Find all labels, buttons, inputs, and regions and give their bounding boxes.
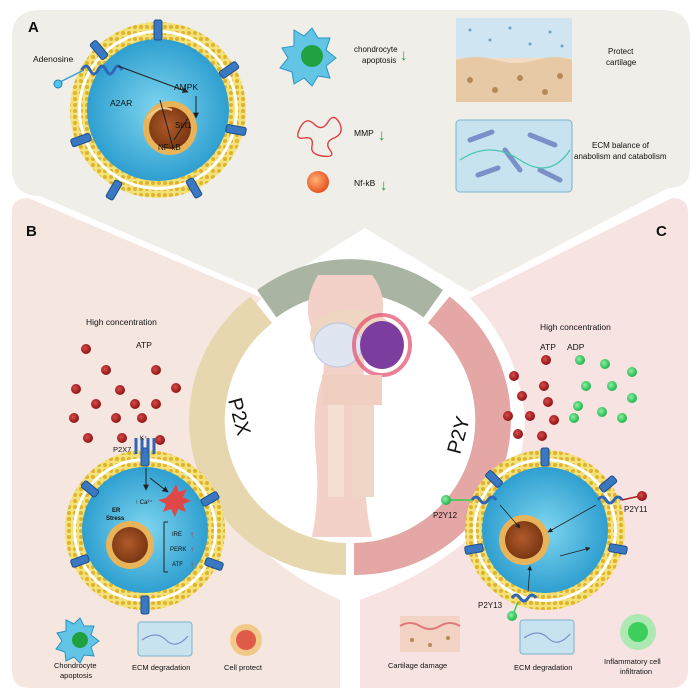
p2y12-ligand-icon	[441, 495, 451, 505]
p2x7-receptor-icon	[134, 438, 156, 454]
legend-c-infiltration-line-2: infiltration	[620, 667, 652, 676]
panel-b-cell	[65, 438, 225, 615]
protect-cartilage-line-1: Protect	[608, 47, 634, 56]
marker-ire-label: IRE	[172, 532, 182, 538]
p2y12-receptor-icon	[470, 495, 498, 505]
legend-b-apoptosis-line-1: Chondrocyte	[54, 661, 97, 670]
er-stress-line-2: Stress	[106, 516, 125, 522]
marker-perk-label: PERK	[170, 547, 186, 553]
adenosine-ligand-icon	[53, 79, 63, 89]
marker-ire-arrow: ↑	[190, 530, 194, 539]
protect-cartilage-outcome: Protect cartilage	[456, 18, 637, 102]
er-stress-line-1: ER	[112, 508, 121, 514]
damage-burst-icon	[158, 484, 191, 517]
nfkb-inside-label: NF-kB	[158, 143, 181, 152]
ring-segment-p2x	[189, 296, 346, 576]
chondrocyte-apoptosis-effect: chondrocyte apoptosis ↓	[279, 27, 408, 87]
nfkb-effect: Nf-kB ↓	[307, 171, 388, 194]
panel-b-atp-label: ATP	[136, 340, 152, 350]
nfkb-icon	[307, 171, 329, 193]
chondrocyte-apoptosis-line-1: chondrocyte	[354, 45, 398, 54]
legend-c-infiltration-line-1: Inflammatory cell	[604, 657, 661, 666]
ecm-balance-line-1: ECM balance of	[592, 141, 650, 150]
panel-c-cell	[464, 447, 628, 610]
sirt1-label: Sirt1	[175, 121, 192, 130]
er-stress-markers: IRE ↑ PERK ↑ ATF ↑	[170, 530, 194, 569]
mmp-effect: MMP ↓	[297, 116, 386, 158]
ecm-balance-outcome: ECM balance of anabolism and catabolism	[455, 119, 667, 193]
panel-letter-a: A	[28, 19, 39, 36]
panel-c-atp-molecules	[503, 355, 559, 441]
protect-cartilage-line-2: cartilage	[606, 58, 637, 67]
mmp-down-arrow: ↓	[378, 127, 386, 144]
p2y11-receptor-icon	[596, 495, 624, 505]
p2y11-label: P2Y11	[624, 505, 648, 514]
nfkb-down-arrow: ↓	[380, 177, 388, 194]
mmp-label: MMP	[354, 128, 374, 138]
ampk-label: AMPK	[174, 82, 198, 92]
legend-b-apoptosis-line-2: apoptosis	[60, 671, 92, 680]
panel-c-adp-molecules	[569, 355, 637, 423]
legend-c-ecm-degradation: ECM degradation	[514, 663, 572, 672]
chondrocyte-apoptosis-line-2: apoptosis	[362, 56, 396, 65]
panel-c-adp-label: ADP	[567, 342, 585, 352]
marker-perk-arrow: ↑	[190, 545, 194, 554]
p2y12-label: P2Y12	[433, 511, 458, 520]
marker-atf-arrow: ↑	[190, 560, 194, 569]
panel-c-heading: High concentration	[540, 322, 611, 332]
panel-b-heading: High concentration	[86, 317, 157, 327]
ca-ion-label: ↑ Ca²⁺	[135, 499, 153, 506]
legend-b-cell-protect: Cell protect	[224, 663, 263, 672]
nfkb-label: Nf-kB	[354, 178, 376, 188]
panel-a-cell	[70, 19, 247, 201]
legend-c-cartilage-damage: Cartilage damage	[388, 661, 447, 670]
a2ar-label: A2AR	[110, 98, 132, 108]
k-ion-label: K⁺	[140, 435, 147, 442]
p2y13-receptor-icon	[510, 593, 538, 603]
panel-b-atp-molecules	[69, 344, 181, 445]
p2y11-ligand-icon	[637, 491, 647, 501]
ecm-balance-line-2: anabolism and catabolism	[574, 152, 667, 161]
p2y13-label: P2Y13	[478, 601, 503, 610]
legend-b-ecm-degradation: ECM degradation	[132, 663, 190, 672]
p2x7-label: P2X7	[113, 445, 131, 454]
chondrocyte-apoptosis-down-arrow: ↓	[400, 47, 408, 64]
a2ar-receptor-icon	[80, 64, 124, 76]
panel-letter-b: B	[26, 223, 37, 240]
panel-b-legend: Chondrocyte apoptosis ECM degradation Ce…	[54, 617, 263, 680]
panel-c-atp-label: ATP	[540, 342, 556, 352]
knee-joint-illustration	[307, 275, 412, 537]
inflamed-region-icon	[360, 321, 404, 369]
panel-c-legend: Cartilage damage ECM degradation Inflamm…	[388, 614, 661, 676]
p2y13-ligand-icon	[507, 611, 517, 621]
adenosine-label: Adenosine	[33, 54, 73, 64]
marker-atf-label: ATF	[172, 562, 183, 568]
panel-letter-c: C	[656, 223, 667, 240]
mmp-icon	[297, 116, 342, 158]
